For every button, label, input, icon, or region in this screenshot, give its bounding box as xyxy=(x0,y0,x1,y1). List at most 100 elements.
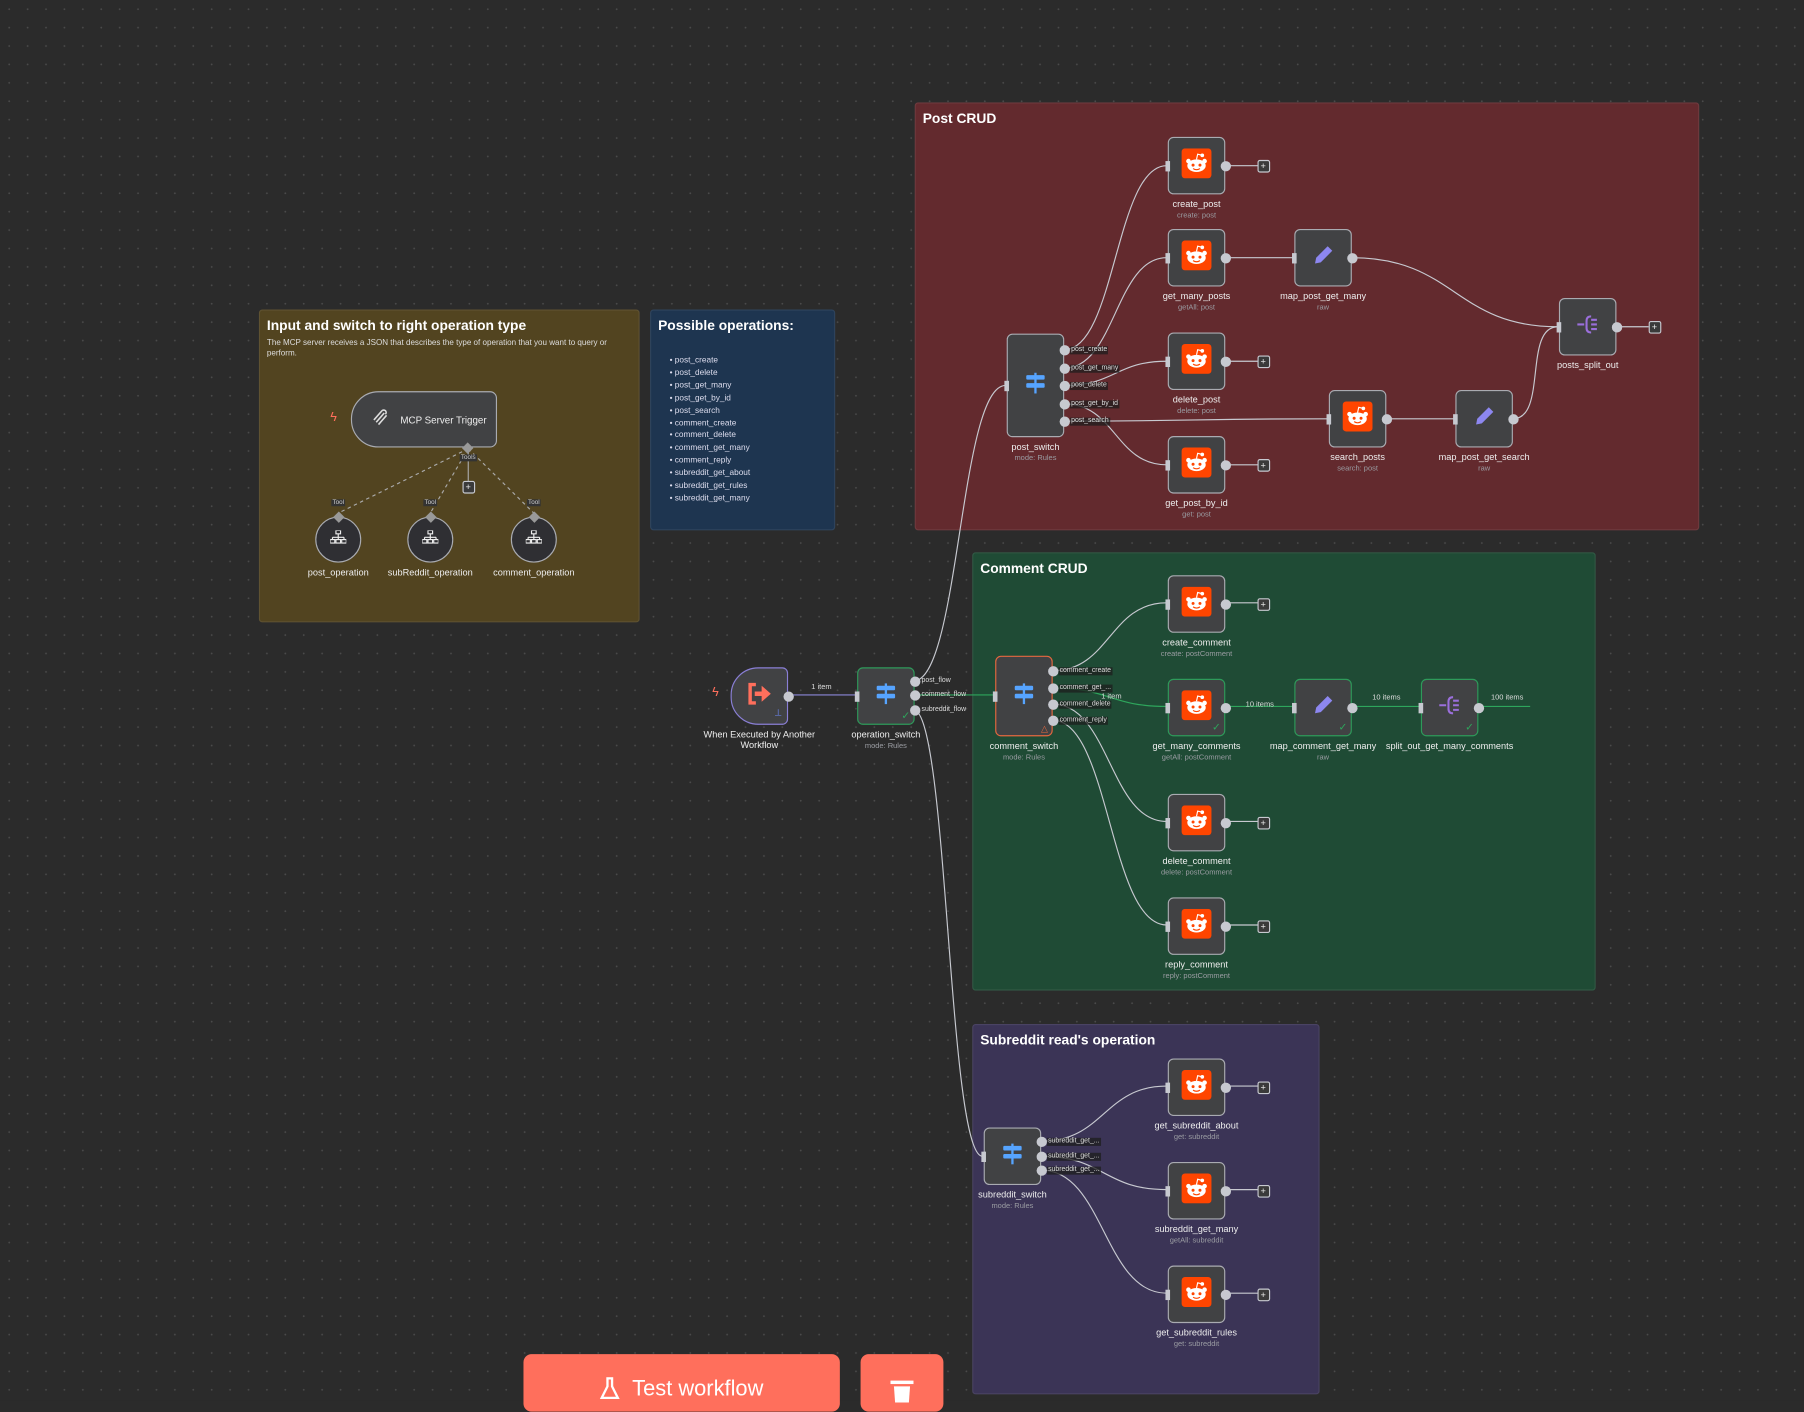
output-handle[interactable] xyxy=(1036,1164,1047,1176)
output-handle[interactable] xyxy=(1047,665,1058,676)
tool-node-subreddit-operation[interactable] xyxy=(407,516,454,563)
delete-button[interactable] xyxy=(860,1354,944,1412)
input-handle[interactable] xyxy=(1165,160,1171,171)
output-handle[interactable] xyxy=(1059,415,1070,427)
output-handle[interactable] xyxy=(1220,356,1231,367)
node-split-out-get-many-comments[interactable]: ✓ xyxy=(1420,678,1479,737)
input-handle[interactable] xyxy=(992,690,998,702)
node-get-subreddit-about[interactable] xyxy=(1167,1058,1226,1116)
node-get-many-posts[interactable] xyxy=(1167,228,1226,287)
input-handle[interactable] xyxy=(1453,413,1458,424)
output-handle[interactable] xyxy=(1611,321,1622,332)
input-handle[interactable] xyxy=(981,1151,986,1162)
output-handle[interactable] xyxy=(1220,920,1231,932)
input-handle[interactable] xyxy=(1165,598,1171,610)
output-handle[interactable] xyxy=(1507,413,1519,424)
output-handle[interactable] xyxy=(1047,682,1058,694)
node-create-comment[interactable] xyxy=(1167,575,1226,633)
node-subreddit-get-many[interactable] xyxy=(1167,1162,1226,1220)
output-handle[interactable] xyxy=(1047,715,1058,726)
output-handle[interactable] xyxy=(1473,702,1484,713)
input-handle[interactable] xyxy=(1165,356,1171,367)
mcp-server-trigger-node[interactable]: MCP Server Trigger xyxy=(350,391,498,448)
output-handle[interactable] xyxy=(1381,413,1392,424)
input-handle[interactable] xyxy=(1292,252,1297,263)
output-handle[interactable] xyxy=(1346,702,1358,713)
input-handle[interactable] xyxy=(1326,413,1332,424)
node-reply-comment[interactable] xyxy=(1167,897,1226,955)
output-handle[interactable] xyxy=(1036,1136,1047,1147)
output-handle[interactable] xyxy=(1220,598,1231,610)
add-node-button[interactable]: + xyxy=(1256,597,1270,611)
node-map-post-get-search[interactable] xyxy=(1455,390,1513,448)
add-node-button[interactable]: + xyxy=(1256,1080,1270,1094)
input-handle[interactable] xyxy=(1165,459,1171,470)
node-posts-split-out[interactable] xyxy=(1558,297,1617,356)
input-handle[interactable] xyxy=(1165,1082,1171,1093)
add-node-button[interactable]: + xyxy=(1648,320,1661,334)
output-handle[interactable] xyxy=(909,675,920,687)
input-handle[interactable] xyxy=(854,690,860,702)
output-handle[interactable] xyxy=(1220,459,1231,470)
tool-node-comment-operation[interactable] xyxy=(510,516,557,563)
node-delete-post[interactable] xyxy=(1167,332,1226,391)
input-handle[interactable] xyxy=(1004,380,1009,391)
node-comment-switch[interactable]: △ xyxy=(995,655,1053,737)
sticky-comment-crud[interactable]: Comment CRUD xyxy=(972,552,1596,991)
output-handle[interactable] xyxy=(1059,362,1070,374)
output-handle[interactable] xyxy=(1346,252,1358,263)
add-node-button[interactable]: + xyxy=(1256,159,1270,172)
node-get-subreddit-rules[interactable] xyxy=(1167,1265,1226,1324)
reddit-icon xyxy=(1181,804,1212,841)
node-subreddit-switch[interactable] xyxy=(983,1127,1042,1186)
tool-node-post-operation[interactable] xyxy=(315,516,362,563)
input-handle[interactable] xyxy=(1292,702,1297,713)
test-workflow-button[interactable]: Test workflow xyxy=(523,1354,840,1412)
output-handle[interactable] xyxy=(1220,702,1231,713)
input-handle[interactable] xyxy=(1556,321,1562,332)
node-post-switch[interactable] xyxy=(1006,333,1065,438)
node-search-posts[interactable] xyxy=(1328,390,1387,448)
output-handle[interactable] xyxy=(782,690,794,702)
input-handle[interactable] xyxy=(1165,817,1171,828)
sticky-input-switch[interactable]: Input and switch to right operation type… xyxy=(258,309,640,623)
output-handle[interactable] xyxy=(1059,380,1070,391)
add-node-button[interactable]: + xyxy=(1256,1184,1270,1198)
node-map-post-get-many[interactable] xyxy=(1294,228,1352,287)
add-node-button[interactable]: + xyxy=(1256,354,1270,368)
sticky-possible-operations[interactable]: Possible operations: post_createpost_del… xyxy=(650,309,836,531)
output-handle[interactable] xyxy=(1220,1185,1231,1196)
add-node-button[interactable]: + xyxy=(1256,458,1270,472)
input-handle[interactable] xyxy=(1165,1289,1171,1300)
node-get-many-comments[interactable]: ✓ xyxy=(1167,678,1226,737)
node-when-executed-by-another-workflow[interactable] xyxy=(730,667,789,725)
input-handle[interactable] xyxy=(1165,252,1171,263)
node-operation-switch[interactable]: ✓ xyxy=(857,667,915,725)
output-handle[interactable] xyxy=(1220,160,1231,171)
output-handle[interactable] xyxy=(1047,698,1058,710)
node-subtitle: raw xyxy=(1317,753,1330,762)
input-handle[interactable] xyxy=(1418,702,1424,713)
output-handle[interactable] xyxy=(909,704,920,716)
node-delete-comment[interactable] xyxy=(1167,793,1226,852)
node-get-post-by-id[interactable] xyxy=(1167,436,1226,494)
output-handle[interactable] xyxy=(1220,1082,1231,1093)
add-node-button[interactable]: + xyxy=(1256,1287,1270,1301)
node-map-comment-get-many[interactable]: ✓ xyxy=(1294,678,1352,737)
add-node-button[interactable]: + xyxy=(1256,816,1270,829)
output-handle[interactable] xyxy=(1059,398,1070,410)
node-create-post[interactable] xyxy=(1167,136,1226,195)
output-handle[interactable] xyxy=(909,689,920,701)
output-handle[interactable] xyxy=(1059,344,1070,355)
output-handle[interactable] xyxy=(1220,1289,1231,1300)
output-handle[interactable] xyxy=(1220,817,1231,828)
output-handle[interactable] xyxy=(1220,252,1231,263)
add-tool-button[interactable]: + xyxy=(461,480,475,493)
output-handle[interactable] xyxy=(1036,1151,1047,1162)
input-handle[interactable] xyxy=(1165,1185,1171,1196)
input-handle[interactable] xyxy=(1165,702,1171,713)
add-node-button[interactable]: + xyxy=(1256,919,1270,933)
output-label: post_search xyxy=(1069,417,1110,426)
input-handle[interactable] xyxy=(1165,920,1171,932)
